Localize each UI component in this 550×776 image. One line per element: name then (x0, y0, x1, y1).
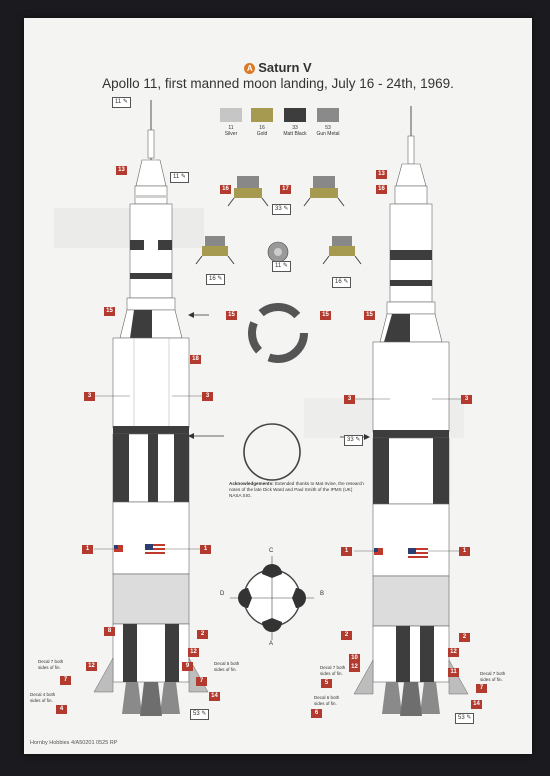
callout-13-left: 13 (116, 166, 127, 175)
callout-2-b: 2 (341, 631, 352, 640)
lunar-module-3 (195, 236, 235, 265)
callout-10: 10 (349, 654, 360, 663)
rocket-right (353, 106, 469, 716)
paint-marker-11-c: 11 ✎ (272, 261, 291, 272)
callout-3-a: 3 (84, 392, 95, 401)
compass-label-b: B (320, 591, 325, 597)
decal-note-7-left: Decal 7 both sides of fin. (38, 659, 64, 670)
lunar-module-4 (322, 236, 362, 265)
callout-12-c: 12 (86, 662, 97, 671)
callout-12-a: 12 (188, 648, 199, 657)
callout-3-b: 3 (202, 392, 213, 401)
callout-3-c: 3 (344, 395, 355, 404)
callout-2-c: 2 (459, 633, 470, 642)
decal-ring-15 (248, 303, 308, 363)
decal-note-7-right: Decal 7 both sides of fin. (320, 665, 346, 676)
callout-12-d: 12 (349, 663, 360, 672)
callout-9: 9 (182, 662, 193, 671)
rocket-left (93, 100, 209, 716)
callout-14-b: 14 (471, 700, 482, 709)
callout-2-a: 2 (197, 630, 208, 639)
footer-code: Hornby Hobbies 4/A50201 0525 RP (30, 740, 118, 746)
callout-7-c: 7 (476, 684, 487, 693)
rocket-diagram (54, 100, 469, 716)
command-module-top (267, 241, 289, 263)
decal-ring-plain (243, 423, 301, 481)
paint-marker-53-a: 53 ✎ (190, 709, 210, 720)
decal-note-7-far: Decal 7 both sides of fin. (480, 671, 506, 682)
paint-marker-33-b: 33 ✎ (344, 435, 364, 446)
callout-15-c: 15 (320, 311, 331, 320)
callout-6: 6 (311, 709, 322, 718)
acknowledgements: Acknowledgements: Extended thanks to Mat… (229, 481, 364, 498)
callout-1-d: 1 (459, 547, 470, 556)
callout-12-b: 12 (448, 648, 459, 657)
callout-3-d: 3 (461, 395, 472, 404)
compass-label-d: D (220, 591, 225, 597)
callout-15-a: 15 (104, 307, 115, 316)
callout-1-a: 1 (82, 545, 93, 554)
paint-marker-16-b: 16 ✎ (332, 277, 352, 288)
lunar-module-1 (227, 176, 269, 207)
callout-4: 4 (56, 705, 67, 714)
title-badge-icon: A (244, 63, 256, 74)
callout-7-a: 7 (60, 676, 71, 685)
paint-swatch-silver (220, 108, 242, 122)
paint-marker-16-a: 16 ✎ (206, 274, 226, 285)
page-subtitle: Apollo 11, first manned moon landing, Ju… (102, 76, 454, 91)
callout-17: 17 (280, 185, 291, 194)
compass-label-c: C (269, 548, 274, 554)
callout-18: 18 (190, 355, 201, 364)
decal-note-6: Decal 6 both sides of fin. (314, 695, 340, 706)
callout-8: 8 (104, 627, 115, 636)
callout-1-c: 1 (341, 547, 352, 556)
callout-7-b: 7 (196, 677, 207, 686)
us-flag-left-large (145, 544, 165, 555)
callout-14-a: 14 (209, 692, 220, 701)
compass-label-a: A (269, 641, 274, 647)
callout-1-b: 1 (200, 545, 211, 554)
orientation-compass (230, 556, 314, 640)
callout-16-b: 16 (376, 185, 387, 194)
decal-note-4: Decal 4 both sides of fin. (30, 692, 56, 703)
paint-marker-11-a: 11 ✎ (112, 97, 131, 108)
callout-15-d: 15 (364, 311, 375, 320)
paint-swatch-black (284, 108, 306, 122)
us-flag-left-small (114, 545, 123, 552)
lunar-module-2 (303, 176, 345, 207)
callout-5: 5 (321, 679, 332, 688)
paint-marker-33-a: 33 ✎ (272, 204, 292, 215)
paint-marker-53-b: 53 ✎ (455, 713, 475, 724)
decal-note-5-left: Decal 5 both sides of fin. (214, 661, 240, 672)
callout-13-right: 13 (376, 170, 387, 179)
paint-swatch-gold (251, 108, 273, 122)
us-flag-right-large (408, 548, 428, 559)
callout-15-b: 15 (226, 311, 237, 320)
paint-swatch-gunmetal (317, 108, 339, 122)
paint-marker-11-b: 11 ✎ (170, 172, 189, 183)
callout-11: 11 (448, 668, 459, 677)
us-flag-right-small (374, 548, 383, 555)
callout-16-a: 16 (220, 185, 231, 194)
